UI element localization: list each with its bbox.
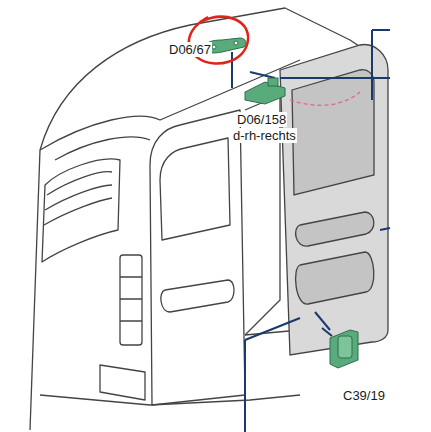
part-number: D06/158: [236, 112, 287, 127]
part-number: C39/19: [342, 388, 386, 403]
part-number: D06/67: [168, 42, 212, 57]
side-note: d-rh-rechts: [232, 128, 297, 143]
